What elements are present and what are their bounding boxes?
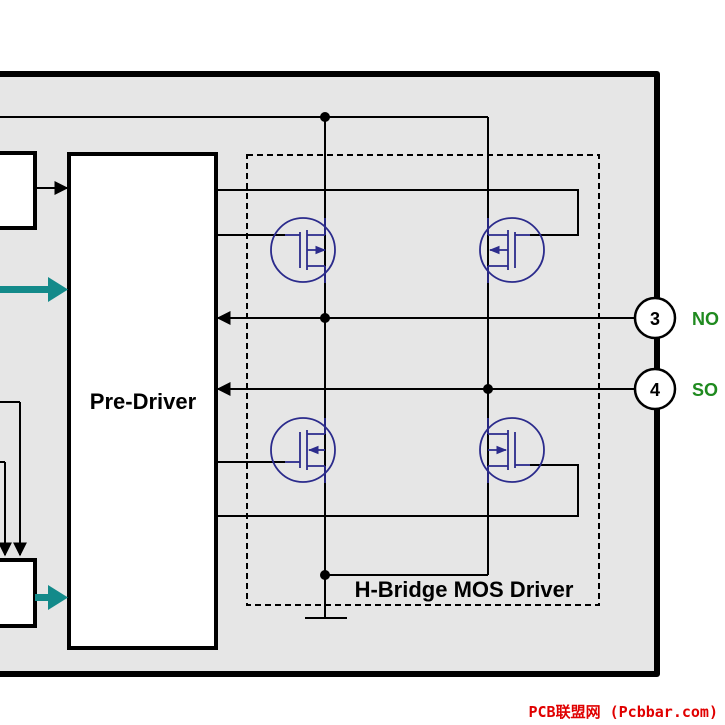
left-block-bottom: [0, 558, 37, 628]
mosfet-high-right: [479, 217, 545, 283]
gate-wiring: [216, 189, 579, 619]
pin-4-circle: 4: [633, 367, 677, 411]
pin-3-number: 3: [650, 309, 660, 329]
mosfet-low-right: [479, 417, 545, 483]
left-block-top: [0, 151, 37, 230]
watermark: PCB联盟网 (Pcbbar.com): [529, 703, 719, 721]
h-bridge-box: [246, 154, 600, 606]
junction-dots: [320, 112, 493, 580]
teal-arrow-bottom: [35, 585, 68, 610]
pre-driver-label: Pre-Driver: [90, 389, 197, 414]
h-bridge-label: H-Bridge MOS Driver: [355, 577, 574, 602]
pin-3-circle: 3: [633, 296, 677, 340]
mosfet-low-left: [270, 417, 336, 483]
pin-no-label: NO: [692, 309, 719, 329]
supply-rail: [0, 116, 489, 575]
pin-so-label: SO: [692, 380, 718, 400]
teal-arrow-top: [0, 277, 68, 302]
pre-driver-block: [67, 152, 218, 650]
mosfet-high-left: [270, 217, 336, 283]
pin-4-number: 4: [650, 380, 660, 400]
left-down-arrows: [0, 401, 27, 557]
